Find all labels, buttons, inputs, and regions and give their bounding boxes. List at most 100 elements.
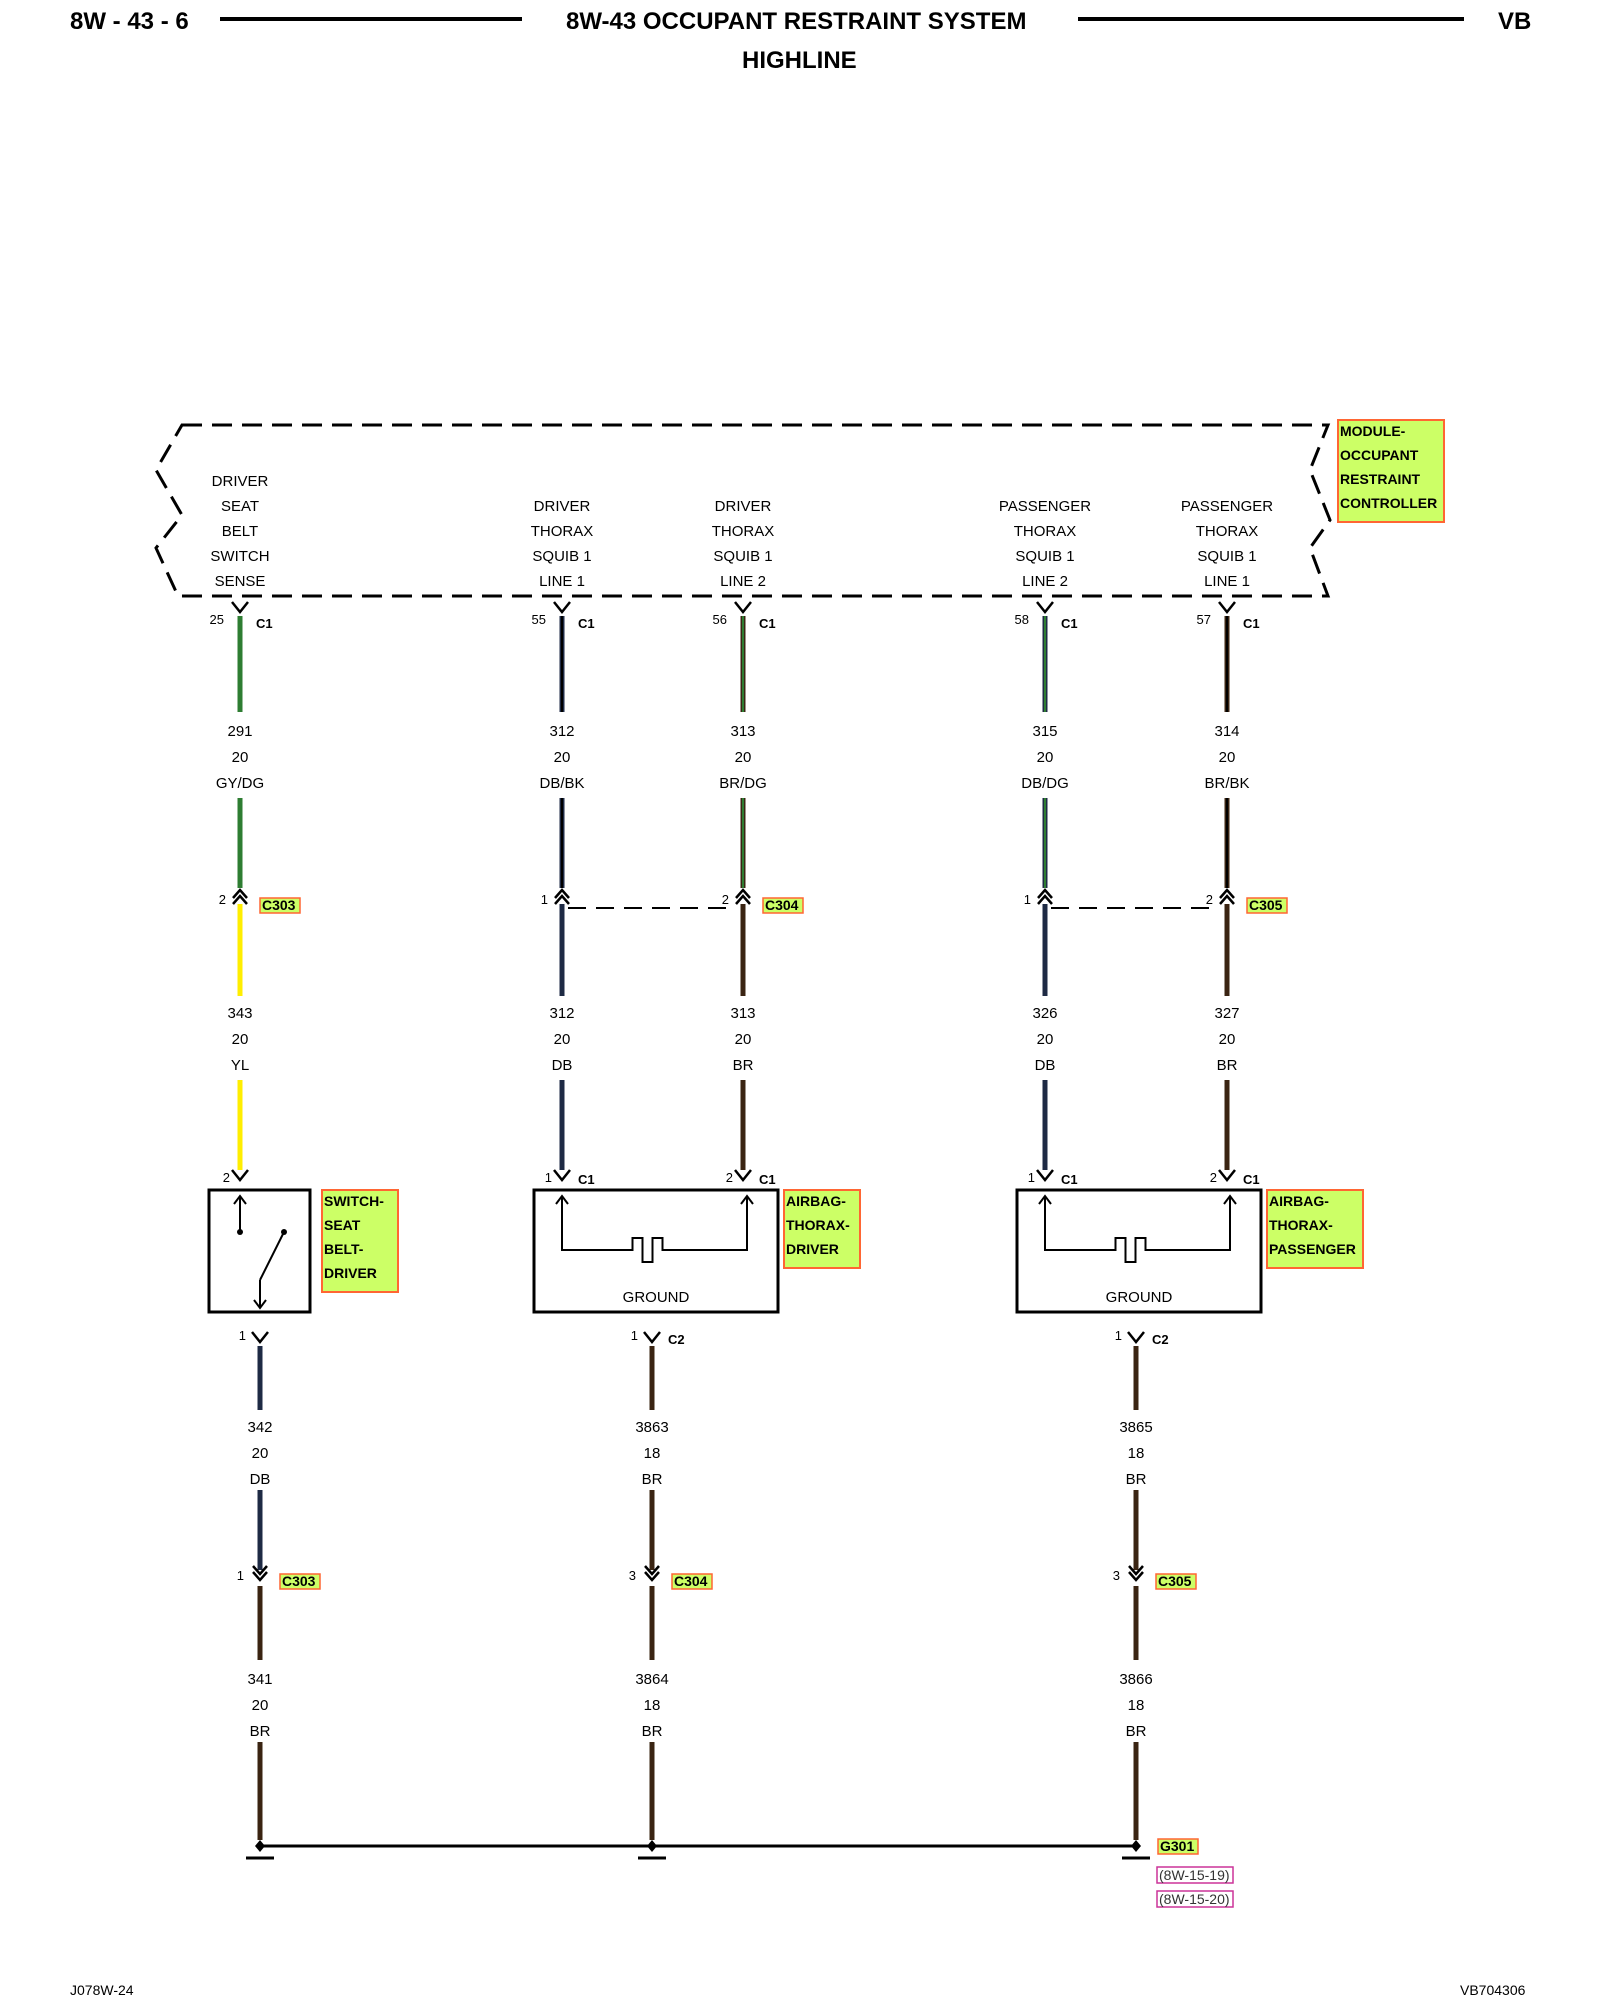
module-pin-name: SWITCH	[210, 548, 269, 565]
ground-upper-wire-label-gauge: 20	[252, 1445, 269, 1462]
module-connector	[231, 601, 249, 615]
lower-wire-label-color: BR	[733, 1057, 754, 1074]
upper-wire-label-gauge: 20	[1219, 749, 1236, 766]
driver-airbag-name-tag-line: THORAX-	[786, 1217, 850, 1233]
upper-wire-label-gauge: 20	[232, 749, 249, 766]
ground-path-connector	[643, 1331, 661, 1345]
inline-connector	[1037, 888, 1053, 905]
ground-inline-tag: C305	[1158, 1573, 1192, 1589]
inline-connector	[1219, 888, 1235, 905]
module-cavity-number: 58	[1015, 612, 1029, 627]
upper-wire-label-circuit: 314	[1214, 723, 1239, 740]
page-id: 8W - 43 - 6	[70, 8, 189, 35]
upper-wire-label-gauge: 20	[1037, 749, 1054, 766]
module-pin-name: SQUIB 1	[1015, 548, 1074, 565]
ground-upper-wire-label-color: DB	[250, 1471, 271, 1488]
device-connector	[1036, 1169, 1054, 1183]
module-cavity-number: 25	[210, 612, 224, 627]
page-subtitle: HIGHLINE	[742, 47, 857, 74]
ground-inline-tag-bg	[1155, 1573, 1197, 1590]
switch-arrow	[253, 1299, 267, 1310]
upper-wire-label-circuit: 315	[1032, 723, 1057, 740]
lower-wire-label-color: DB	[1035, 1057, 1056, 1074]
ground-path-connector-name: C2	[668, 1332, 685, 1347]
device-connector-name: C1	[1061, 1172, 1078, 1187]
inline-cavity-number: 2	[219, 892, 226, 907]
driver-airbag-squib	[561, 1196, 748, 1263]
inline-cavity-number: 1	[1024, 892, 1031, 907]
driver-airbag-name-tag-bg	[783, 1189, 861, 1269]
ground-lower-wire-label-color: BR	[250, 1723, 271, 1740]
ground-path-connector-name: C2	[1152, 1332, 1169, 1347]
inline-connector-tag: C305	[1249, 897, 1283, 913]
inline-connector-tag-bg	[1246, 897, 1288, 914]
ground-upper-wire-label-circuit: 3863	[635, 1419, 668, 1436]
upper-wire-label-color: BR/BK	[1204, 775, 1249, 792]
inline-connector	[554, 888, 570, 905]
module-connector-name: C1	[1243, 616, 1260, 631]
ground-inline-connector	[644, 1565, 660, 1582]
passenger-airbag-squib	[1044, 1196, 1231, 1263]
module-connector-name: C1	[759, 616, 776, 631]
ground-lower-wire-label-gauge: 20	[252, 1697, 269, 1714]
passenger-airbag-name-tag-line: THORAX-	[1269, 1217, 1333, 1233]
lower-wire-label-circuit: 312	[549, 1005, 574, 1022]
passenger-airbag-name-tag-line: AIRBAG-	[1269, 1193, 1329, 1209]
inline-connector-tag-bg	[259, 897, 301, 914]
device-cavity-number: 1	[545, 1170, 552, 1185]
ground-upper-wire-label-circuit: 342	[247, 1419, 272, 1436]
module-pin-name: PASSENGER	[999, 498, 1091, 515]
module-pin-name: DRIVER	[212, 473, 269, 490]
passenger-airbag-name-tag-line: PASSENGER	[1269, 1241, 1356, 1257]
module-pin-name: SENSE	[215, 573, 266, 590]
ground-inline-tag: C304	[674, 1573, 708, 1589]
lower-wire-label-circuit: 313	[730, 1005, 755, 1022]
ground-upper-wire-label-color: BR	[1126, 1471, 1147, 1488]
ground-path-cavity: 1	[1115, 1328, 1122, 1343]
ground-inline-tag-bg	[671, 1573, 713, 1590]
ground-upper-wire-label-circuit: 3865	[1119, 1419, 1152, 1436]
module-connector-name: C1	[1061, 616, 1078, 631]
module-outline	[154, 423, 1332, 598]
page-title: 8W-43 OCCUPANT RESTRAINT SYSTEM	[566, 8, 1027, 35]
seat-belt-switch-name-line: SEAT	[324, 1217, 361, 1233]
module-pin-name: BELT	[222, 523, 258, 540]
lower-wire-label-circuit: 343	[227, 1005, 252, 1022]
ground-ref-box	[1156, 1890, 1234, 1908]
inline-cavity-number: 2	[722, 892, 729, 907]
module-cavity-number: 56	[713, 612, 727, 627]
device-connector-name: C1	[759, 1172, 776, 1187]
ground-ref-link: (8W-15-20)	[1159, 1891, 1230, 1907]
ground-path-connector	[251, 1331, 269, 1345]
module-name-tag-line: RESTRAINT	[1340, 471, 1421, 487]
upper-wire-label-circuit: 291	[227, 723, 252, 740]
upper-wire-label-color: GY/DG	[216, 775, 264, 792]
seat-belt-switch-name-line: SWITCH-	[324, 1193, 384, 1209]
device-cavity-number: 1	[1028, 1170, 1035, 1185]
ground-lower-wire-label-color: BR	[642, 1723, 663, 1740]
module-pin-name: THORAX	[712, 523, 775, 540]
module-pin-name: SQUIB 1	[1197, 548, 1256, 565]
driver-airbag-arrow	[555, 1194, 569, 1205]
module-cavity-number: 55	[532, 612, 546, 627]
module-pin-name: SEAT	[221, 498, 259, 515]
seat-belt-switch-name-bg	[321, 1189, 399, 1293]
lower-wire-label-color: BR	[1217, 1057, 1238, 1074]
device-cavity-number: 2	[223, 1170, 230, 1185]
module-pin-name: DRIVER	[715, 498, 772, 515]
ground-inline-tag-bg	[279, 1573, 321, 1590]
ground-path-cavity: 1	[239, 1328, 246, 1343]
inline-cavity-number: 2	[1206, 892, 1213, 907]
upper-wire-label-color: DB/DG	[1021, 775, 1069, 792]
lower-wire-label-gauge: 20	[1037, 1031, 1054, 1048]
ground-inline-connector	[1128, 1565, 1144, 1582]
device-connector	[1218, 1169, 1236, 1183]
module-pin-name: THORAX	[531, 523, 594, 540]
seat-belt-switch-name-line: DRIVER	[324, 1265, 377, 1281]
ground-lower-wire-label-circuit: 341	[247, 1671, 272, 1688]
inline-connector	[232, 888, 248, 905]
device-connector	[734, 1169, 752, 1183]
header-rule-left	[220, 17, 522, 21]
upper-wire-label-circuit: 313	[730, 723, 755, 740]
module-pin-name: THORAX	[1014, 523, 1077, 540]
